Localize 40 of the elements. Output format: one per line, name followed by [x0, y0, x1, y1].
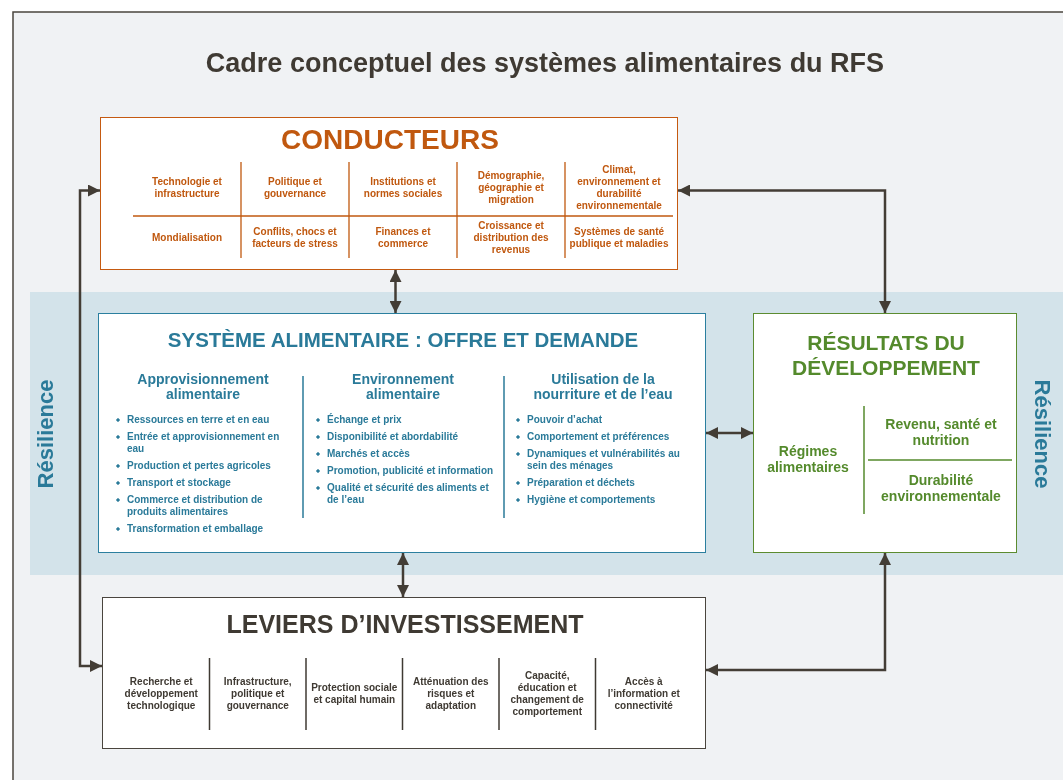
outcomes-box	[753, 313, 1017, 553]
column-heading: Environnement alimentaire	[351, 372, 455, 403]
lever-label: Accès à l’information et connectivité	[606, 675, 681, 713]
driver-label: Climat, environnement et durabilité environnementale	[575, 162, 663, 213]
drivers-box	[100, 117, 678, 270]
column-heading: Utilisation de la nourriture et de l’eau	[532, 372, 674, 403]
driver-label: Finances et commerce	[374, 225, 432, 251]
double-arrow	[78, 184, 102, 672]
outcome-label: Durabilité environnementale	[880, 470, 1002, 506]
section-heading: LEVIERS D’INVESTISSEMENT	[225, 610, 585, 639]
food-system-box	[98, 313, 706, 553]
investment-levers-box	[102, 597, 706, 749]
outcome-label: Régimes alimentaires	[766, 441, 850, 477]
lever-label: Capacité, éducation et changement de comportement	[509, 669, 585, 719]
resilience-label: Résilience	[33, 378, 59, 491]
double-arrow	[389, 270, 402, 313]
lever-label: Atténuation des risques et adaptation	[411, 675, 490, 713]
driver-label: Mondialisation	[151, 231, 223, 245]
double-arrow	[706, 427, 753, 439]
driver-label: Conflits, chocs et facteurs de stress	[251, 225, 339, 251]
column-heading: Approvisionnement alimentaire	[136, 372, 270, 403]
lever-label: Protection sociale et capital humain	[310, 681, 399, 707]
section-heading: SYSTÈME ALIMENTAIRE : OFFRE ET DEMANDE	[166, 328, 640, 352]
driver-label: Politique et gouvernance	[262, 174, 328, 201]
driver-label: Démographie, géographie et migration	[476, 168, 546, 207]
driver-label: Croissance et distribution des revenus	[472, 219, 550, 257]
resilience-band	[30, 292, 1063, 575]
lever-label: Recherche et développement technologique	[123, 675, 199, 713]
outcome-label: Revenu, santé et nutrition	[884, 414, 998, 450]
double-arrow	[397, 553, 409, 597]
double-arrow	[706, 553, 891, 676]
diagram-title: Cadre conceptuel des systèmes alimentaires du RFS	[204, 48, 886, 79]
driver-label: Institutions et normes sociales	[362, 174, 444, 201]
section-heading: CONDUCTEURS	[280, 124, 500, 157]
double-arrow	[678, 184, 891, 313]
resilience-label: Résilience	[1029, 378, 1055, 491]
driver-label: Systèmes de santé publique et maladies	[568, 225, 670, 251]
lever-label: Infrastructure, politique et gouvernance	[222, 675, 293, 713]
driver-label: Technologie et infrastructure	[151, 174, 223, 201]
section-heading: RÉSULTATS DU DÉVELOPPEMENT	[791, 330, 981, 381]
